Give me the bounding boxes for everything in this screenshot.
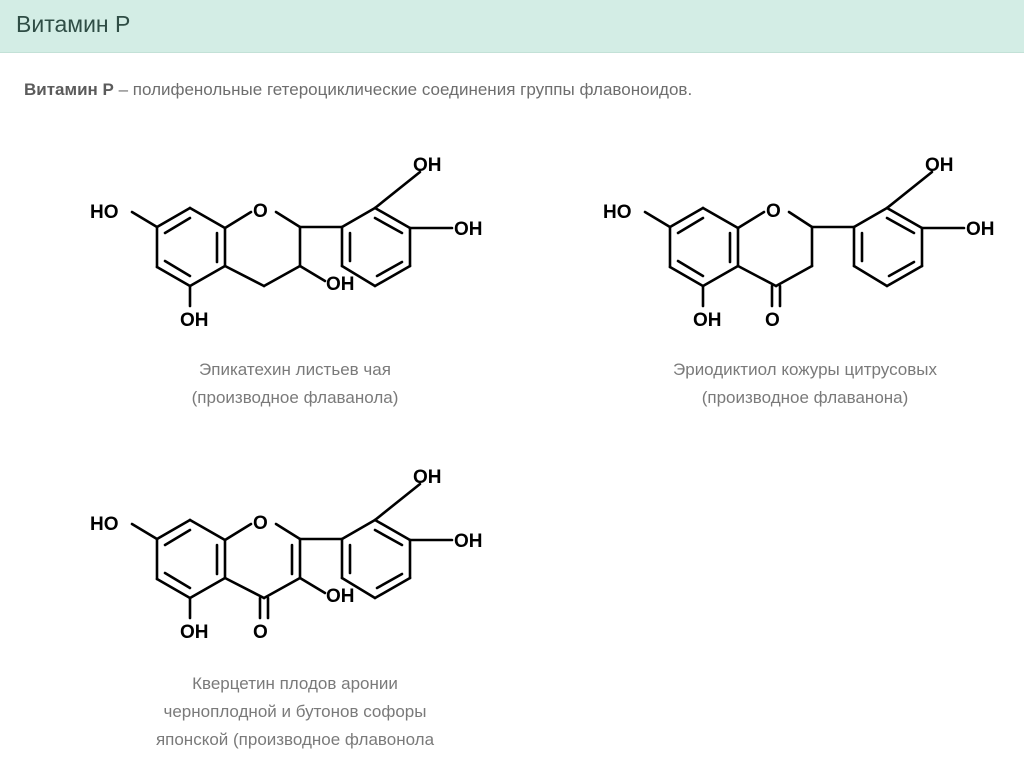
quercetin-caption: Кверцетин плодов аронии черноплодной и б… bbox=[75, 670, 515, 754]
epicatechin-oh-top-label: OH bbox=[413, 155, 442, 176]
quercetin-bonds bbox=[130, 482, 454, 620]
epicatechin-caption-line1: Эпикатехин листьев чая bbox=[199, 360, 391, 379]
intro-definition: – полифенольные гетероциклические соедин… bbox=[113, 80, 693, 99]
epicatechin-caption-line2: (производное флаванола) bbox=[191, 388, 399, 407]
epicatechin-oh-right-label: OH bbox=[454, 219, 483, 240]
epicatechin-o-label: O bbox=[253, 201, 268, 222]
eriodictyol-oh-right-label: OH bbox=[966, 219, 995, 240]
quercetin-caption-line2: черноплодной и бутонов софоры bbox=[163, 702, 427, 721]
epicatechin-bonds bbox=[130, 170, 454, 308]
quercetin-oh-3-label: OH bbox=[326, 586, 355, 607]
eriodictyol-oh-5-label: OH bbox=[693, 310, 722, 331]
quercetin-oh-top-label: OH bbox=[413, 467, 442, 488]
quercetin-carbonyl-o-label: O bbox=[253, 622, 268, 643]
eriodictyol-carbonyl-o-label: O bbox=[765, 310, 780, 331]
intro-text: Витамин Р – полифенольные гетероцикличес… bbox=[24, 80, 692, 100]
quercetin-caption-line1: Кверцетин плодов аронии bbox=[192, 674, 398, 693]
epicatechin-ho-label: HO bbox=[90, 202, 119, 223]
eriodictyol-ho-label: HO bbox=[603, 202, 632, 223]
quercetin-oh-5-label: OH bbox=[180, 622, 209, 643]
eriodictyol-bonds bbox=[643, 170, 966, 308]
eriodictyol-caption-line1: Эриодиктиол кожуры цитрусовых bbox=[673, 360, 937, 379]
eriodictyol-oh-top-label: OH bbox=[925, 155, 954, 176]
quercetin-oh-right-label: OH bbox=[454, 531, 483, 552]
epicatechin-oh-5-label: OH bbox=[180, 310, 209, 331]
eriodictyol-caption: Эриодиктиол кожуры цитрусовых (производн… bbox=[600, 356, 1010, 412]
quercetin-o-label: O bbox=[253, 513, 268, 534]
slide-header: Витамин Р bbox=[0, 0, 1024, 53]
intro-term: Витамин Р bbox=[24, 80, 114, 99]
epicatechin-caption: Эпикатехин листьев чая (производное флав… bbox=[120, 356, 470, 412]
quercetin-ho-label: HO bbox=[90, 514, 119, 535]
quercetin-caption-line3: японской (производное флавонола bbox=[155, 730, 435, 749]
slide-title: Витамин Р bbox=[16, 11, 131, 37]
eriodictyol-caption-line2: (производное флаванона) bbox=[701, 388, 909, 407]
epicatechin-oh-3-label: OH bbox=[326, 274, 355, 295]
eriodictyol-o-label: O bbox=[766, 201, 781, 222]
